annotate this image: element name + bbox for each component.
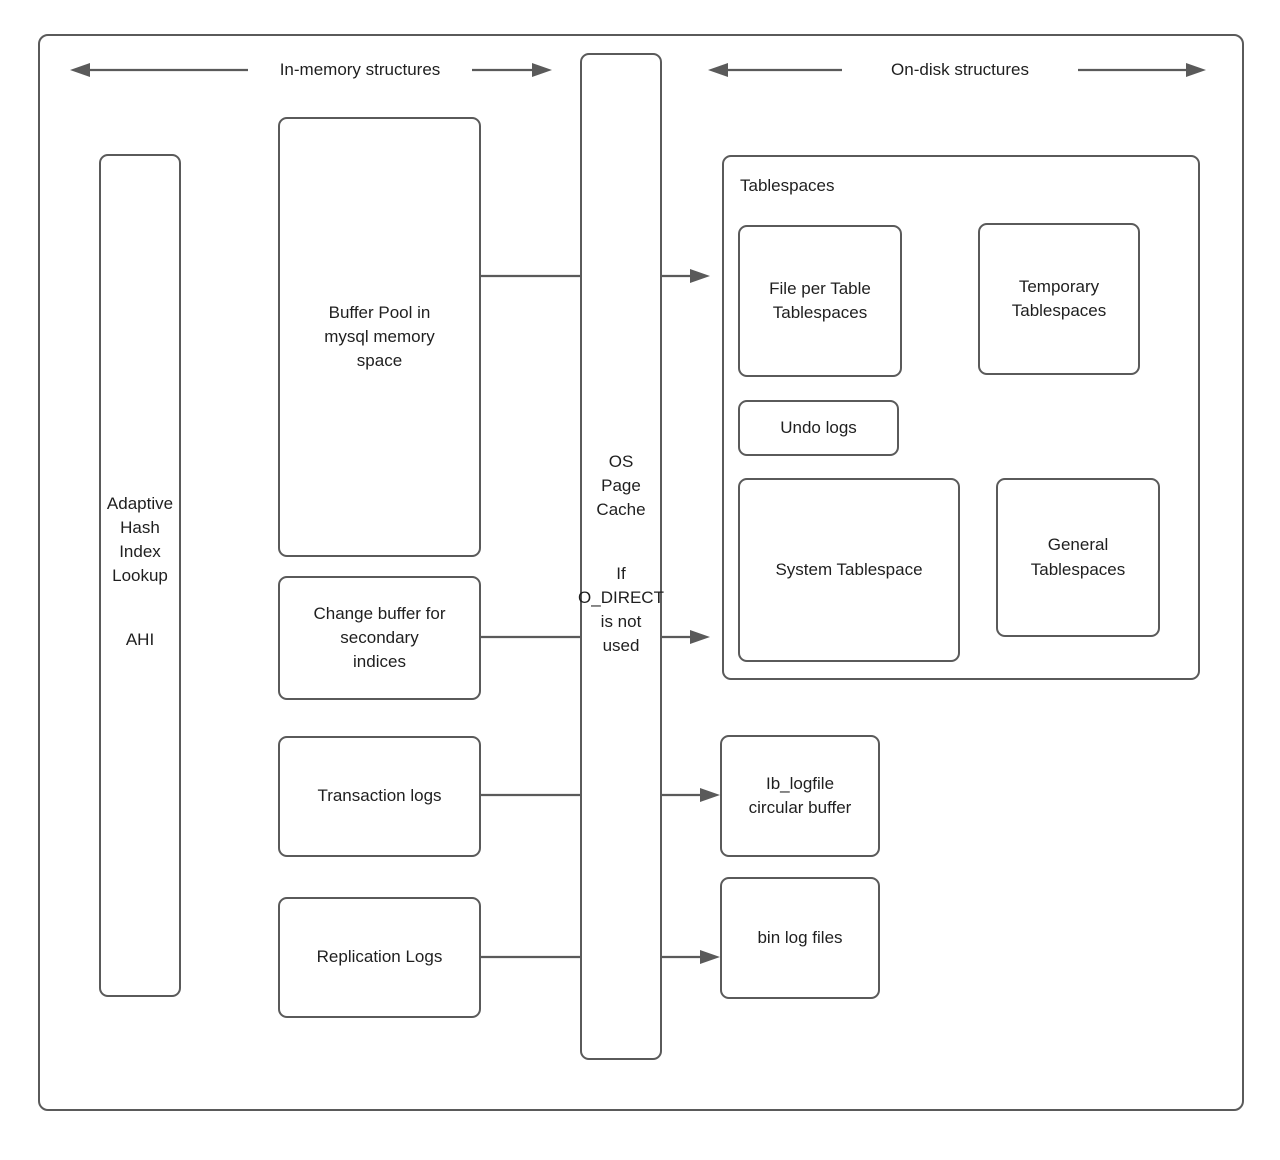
file-per-table-tablespaces-box[interactable]: File per Table Tablespaces: [738, 225, 902, 377]
change-buffer-box[interactable]: Change buffer for secondary indices: [278, 576, 481, 700]
undo-logs-box[interactable]: Undo logs: [738, 400, 899, 456]
transaction-logs-box[interactable]: Transaction logs: [278, 736, 481, 857]
os-page-cache-box[interactable]: [580, 53, 662, 1060]
bin-log-files-box[interactable]: bin log files: [720, 877, 880, 999]
adaptive-hash-index-box[interactable]: [99, 154, 181, 997]
ib-logfile-box[interactable]: Ib_logfile circular buffer: [720, 735, 880, 857]
system-tablespace-box[interactable]: System Tablespace: [738, 478, 960, 662]
general-tablespaces-box[interactable]: General Tablespaces: [996, 478, 1160, 637]
outer-frame: [38, 34, 1244, 1111]
temporary-tablespaces-box[interactable]: Temporary Tablespaces: [978, 223, 1140, 375]
buffer-pool-box[interactable]: Buffer Pool in mysql memory space: [278, 117, 481, 557]
on-disk-structures-label: On-disk structures: [891, 60, 1029, 79]
tablespaces-container-label: Tablespaces: [740, 176, 835, 195]
in-memory-structures-label: In-memory structures: [279, 60, 441, 79]
replication-logs-box[interactable]: Replication Logs: [278, 897, 481, 1018]
